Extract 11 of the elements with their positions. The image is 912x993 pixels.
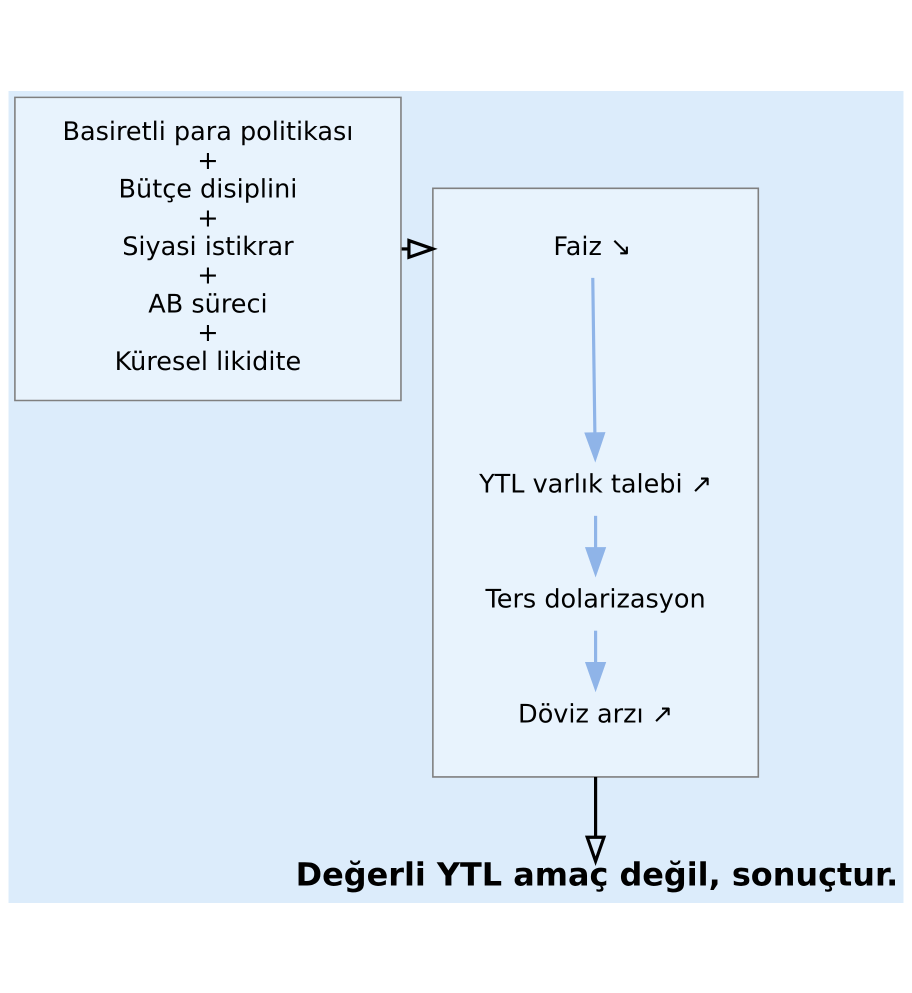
arrow xyxy=(584,630,606,692)
node-text: Ters dolarizasyon xyxy=(486,584,706,614)
arrow xyxy=(584,776,606,866)
node-text: Döviz arzı ↗ xyxy=(518,698,674,729)
node-text: Faiz ↘ xyxy=(553,231,632,262)
arrow xyxy=(584,277,606,462)
node-box: Basiretli para politikası + Bütçe disiplini + Siyasi istikrar + AB süreci + Küresel likidite xyxy=(14,96,402,401)
arrow xyxy=(584,515,606,577)
cluster xyxy=(432,187,760,778)
node-text: Değerli YTL amaç değil, sonuçtur. xyxy=(296,854,898,893)
node-text: YTL varlık talebi ↗ xyxy=(479,469,712,500)
